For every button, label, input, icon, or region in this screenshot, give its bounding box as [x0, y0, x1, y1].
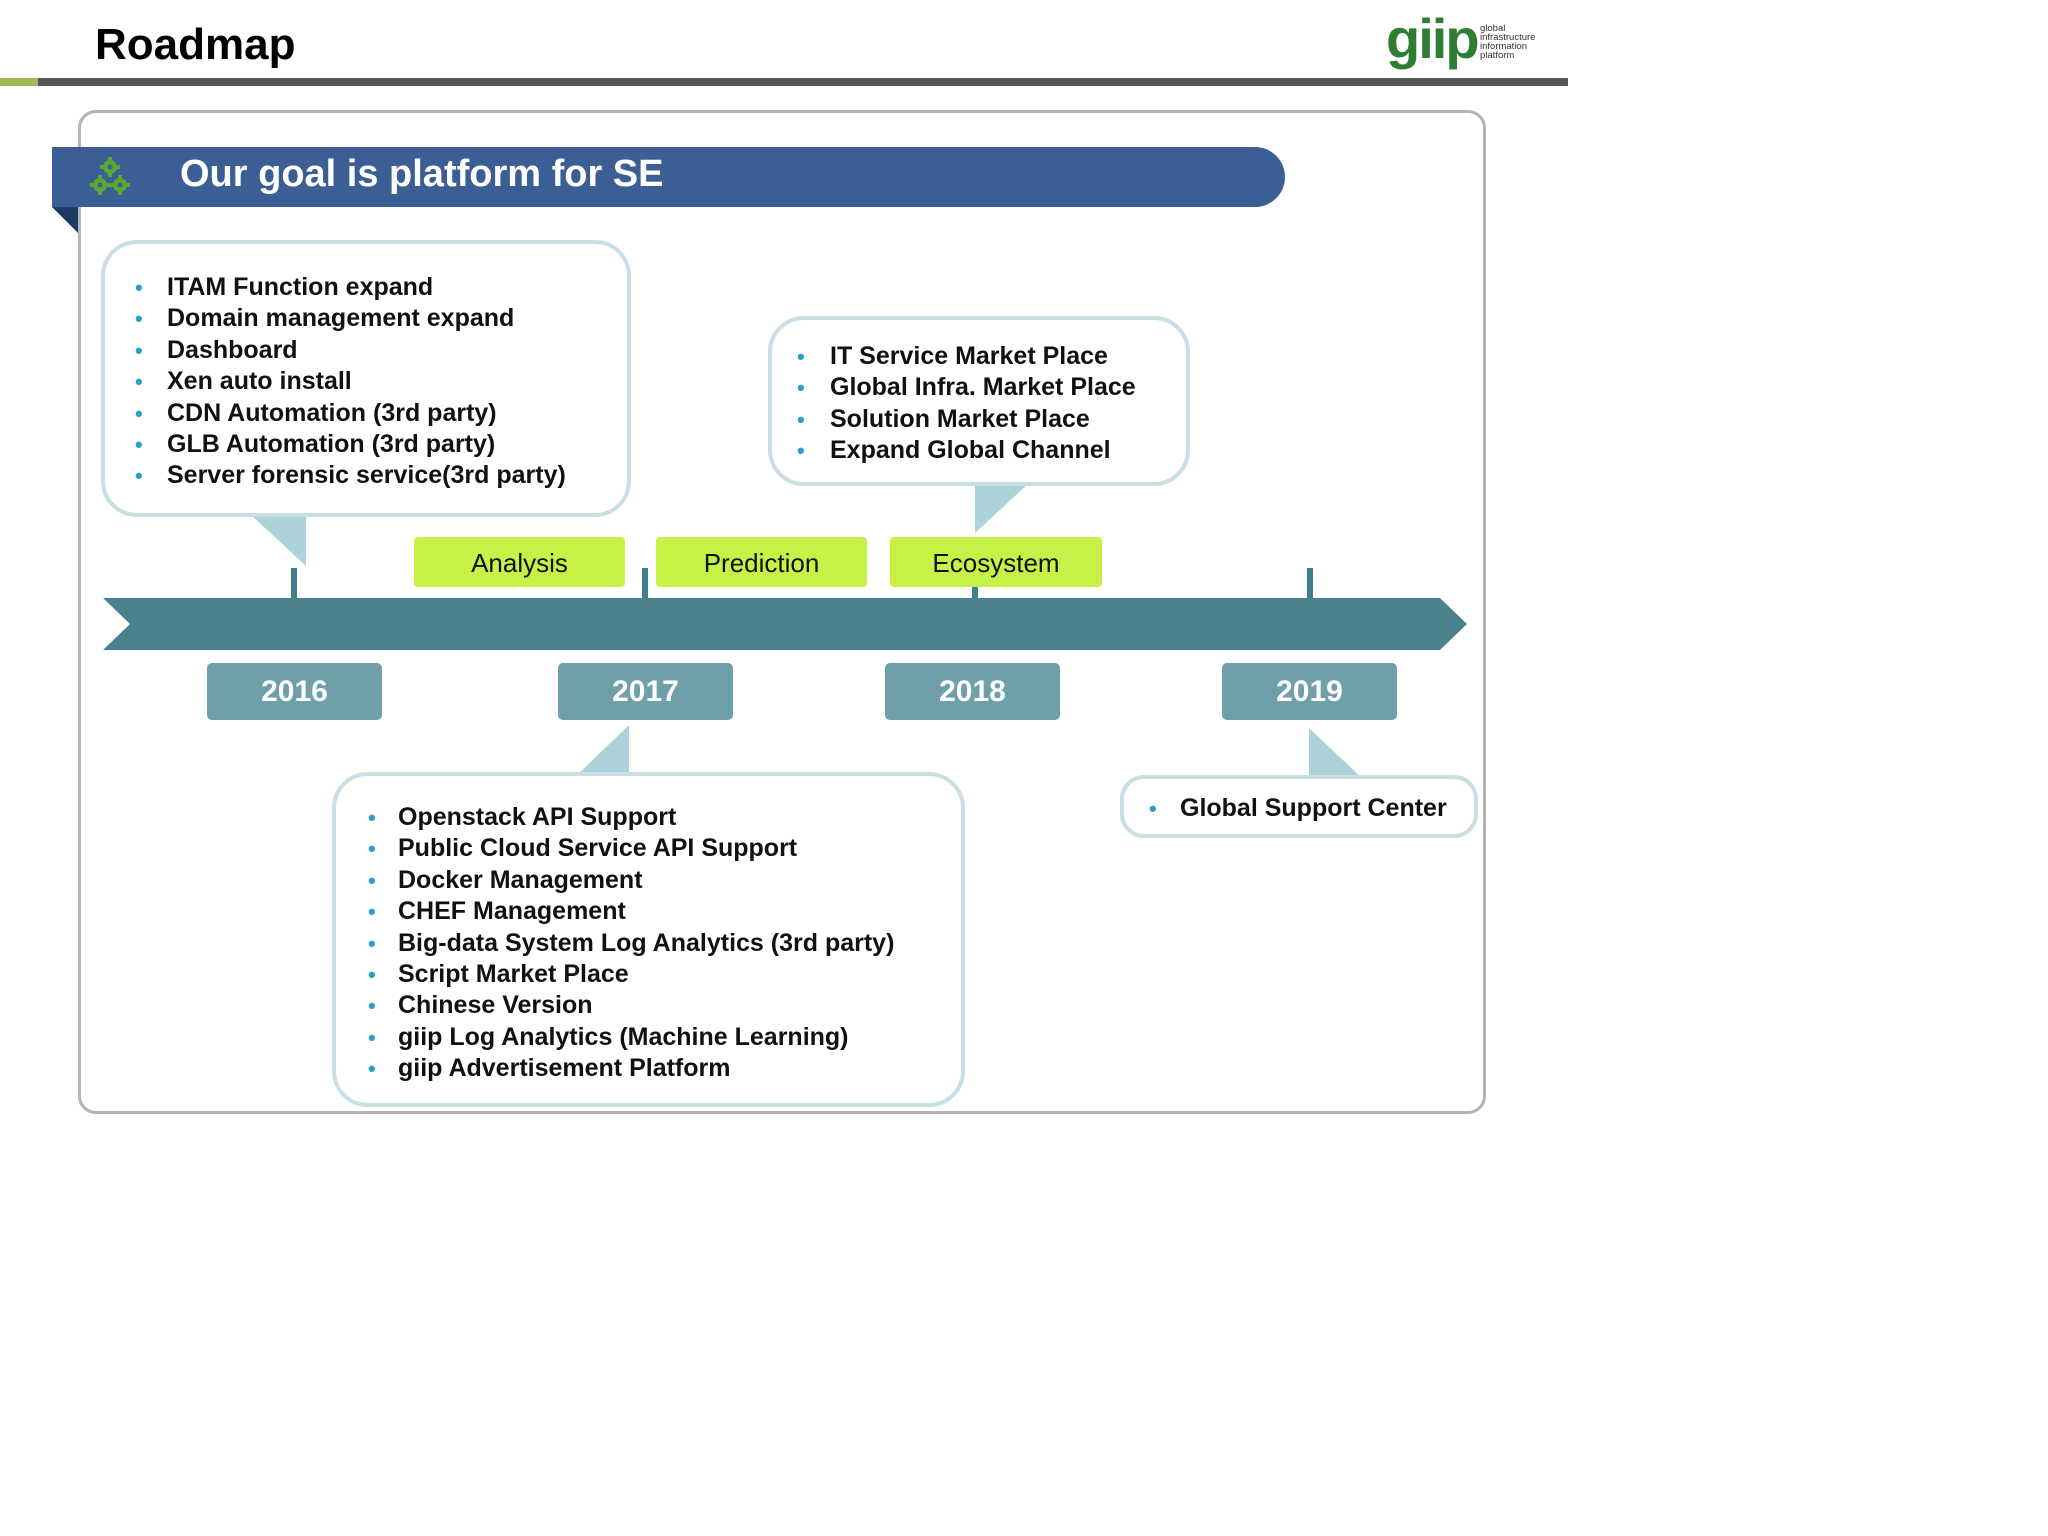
list-item: •giip Log Analytics (Machine Learning)	[368, 1022, 894, 1053]
logo-tagline: global infrastructure information platfo…	[1480, 23, 1536, 61]
list-item: •IT Service Market Place	[797, 341, 1136, 372]
bullet-icon: •	[368, 1056, 376, 1082]
bullet-icon: •	[135, 432, 143, 458]
list-item: •Global Infra. Market Place	[797, 372, 1136, 403]
goal-banner	[52, 147, 1285, 207]
list-item: •Big-data System Log Analytics (3rd part…	[368, 928, 894, 959]
list-item: •Openstack API Support	[368, 802, 894, 833]
bullet-icon: •	[135, 275, 143, 300]
list-item: •Script Market Place	[368, 959, 894, 990]
year-2017: 2017	[558, 663, 733, 720]
list-item: •Docker Management	[368, 865, 894, 896]
list-item: •Chinese Version	[368, 990, 894, 1021]
list-2016: •ITAM Function expand •Domain management…	[135, 272, 566, 492]
bullet-icon: •	[1149, 796, 1157, 821]
bullet-icon: •	[368, 867, 376, 893]
banner-fold	[52, 207, 78, 233]
list-item: •Expand Global Channel	[797, 435, 1136, 466]
year-2016: 2016	[207, 663, 382, 720]
tick-2016	[291, 568, 297, 598]
timeline-arrow	[103, 598, 1467, 650]
tick-2019	[1307, 568, 1313, 598]
banner-title: Our goal is platform for SE	[180, 153, 664, 195]
list-item: •CHEF Management	[368, 896, 894, 927]
bullet-icon: •	[135, 337, 143, 363]
bullet-icon: •	[797, 344, 805, 369]
content-frame	[78, 110, 1486, 1114]
tick-2017	[642, 568, 648, 598]
year-2019: 2019	[1222, 663, 1397, 720]
list-item: •GLB Automation (3rd party)	[135, 429, 566, 460]
bullet-icon: •	[368, 836, 376, 862]
callout-2019: •Global Support Center	[1120, 775, 1478, 838]
bullet-icon: •	[368, 805, 376, 830]
gears-icon	[90, 157, 130, 195]
list-item: •Dashboard	[135, 335, 566, 366]
header-divider	[38, 78, 1568, 86]
bullet-icon: •	[797, 375, 805, 401]
header-accent-bar	[0, 78, 38, 86]
bullet-icon: •	[135, 369, 143, 395]
callout-2016: •ITAM Function expand •Domain management…	[101, 240, 631, 517]
bullet-icon: •	[368, 899, 376, 925]
phase-prediction: Prediction	[656, 537, 867, 587]
list-2019: •Global Support Center	[1149, 793, 1447, 824]
list-item: •Server forensic service(3rd party)	[135, 460, 566, 491]
bullet-icon: •	[797, 438, 805, 464]
callout-2017: •Openstack API Support •Public Cloud Ser…	[332, 772, 965, 1107]
list-item: •Solution Market Place	[797, 404, 1136, 435]
bullet-icon: •	[135, 306, 143, 332]
phase-ecosystem: Ecosystem	[890, 537, 1102, 587]
list-2018: •IT Service Market Place •Global Infra. …	[797, 341, 1136, 467]
bullet-icon: •	[135, 463, 143, 489]
list-2017: •Openstack API Support •Public Cloud Ser…	[368, 802, 894, 1085]
giip-logo: giip	[1386, 7, 1480, 70]
list-item: •giip Advertisement Platform	[368, 1053, 894, 1084]
bullet-icon: •	[368, 962, 376, 988]
bullet-icon: •	[797, 406, 805, 432]
list-item: •CDN Automation (3rd party)	[135, 398, 566, 429]
bullet-icon: •	[368, 993, 376, 1019]
bullet-icon: •	[368, 1024, 376, 1050]
list-item: •ITAM Function expand	[135, 272, 566, 303]
callout-2018: •IT Service Market Place •Global Infra. …	[768, 316, 1190, 486]
year-2018: 2018	[885, 663, 1060, 720]
bullet-icon: •	[135, 400, 143, 426]
list-item: •Xen auto install	[135, 366, 566, 397]
list-item: •Public Cloud Service API Support	[368, 833, 894, 864]
phase-analysis: Analysis	[414, 537, 625, 587]
list-item: •Domain management expand	[135, 303, 566, 334]
bullet-icon: •	[368, 930, 376, 956]
list-item: •Global Support Center	[1149, 793, 1447, 824]
tick-2018	[972, 587, 978, 598]
page-title: Roadmap	[95, 20, 296, 69]
callout-tails	[250, 484, 1362, 778]
